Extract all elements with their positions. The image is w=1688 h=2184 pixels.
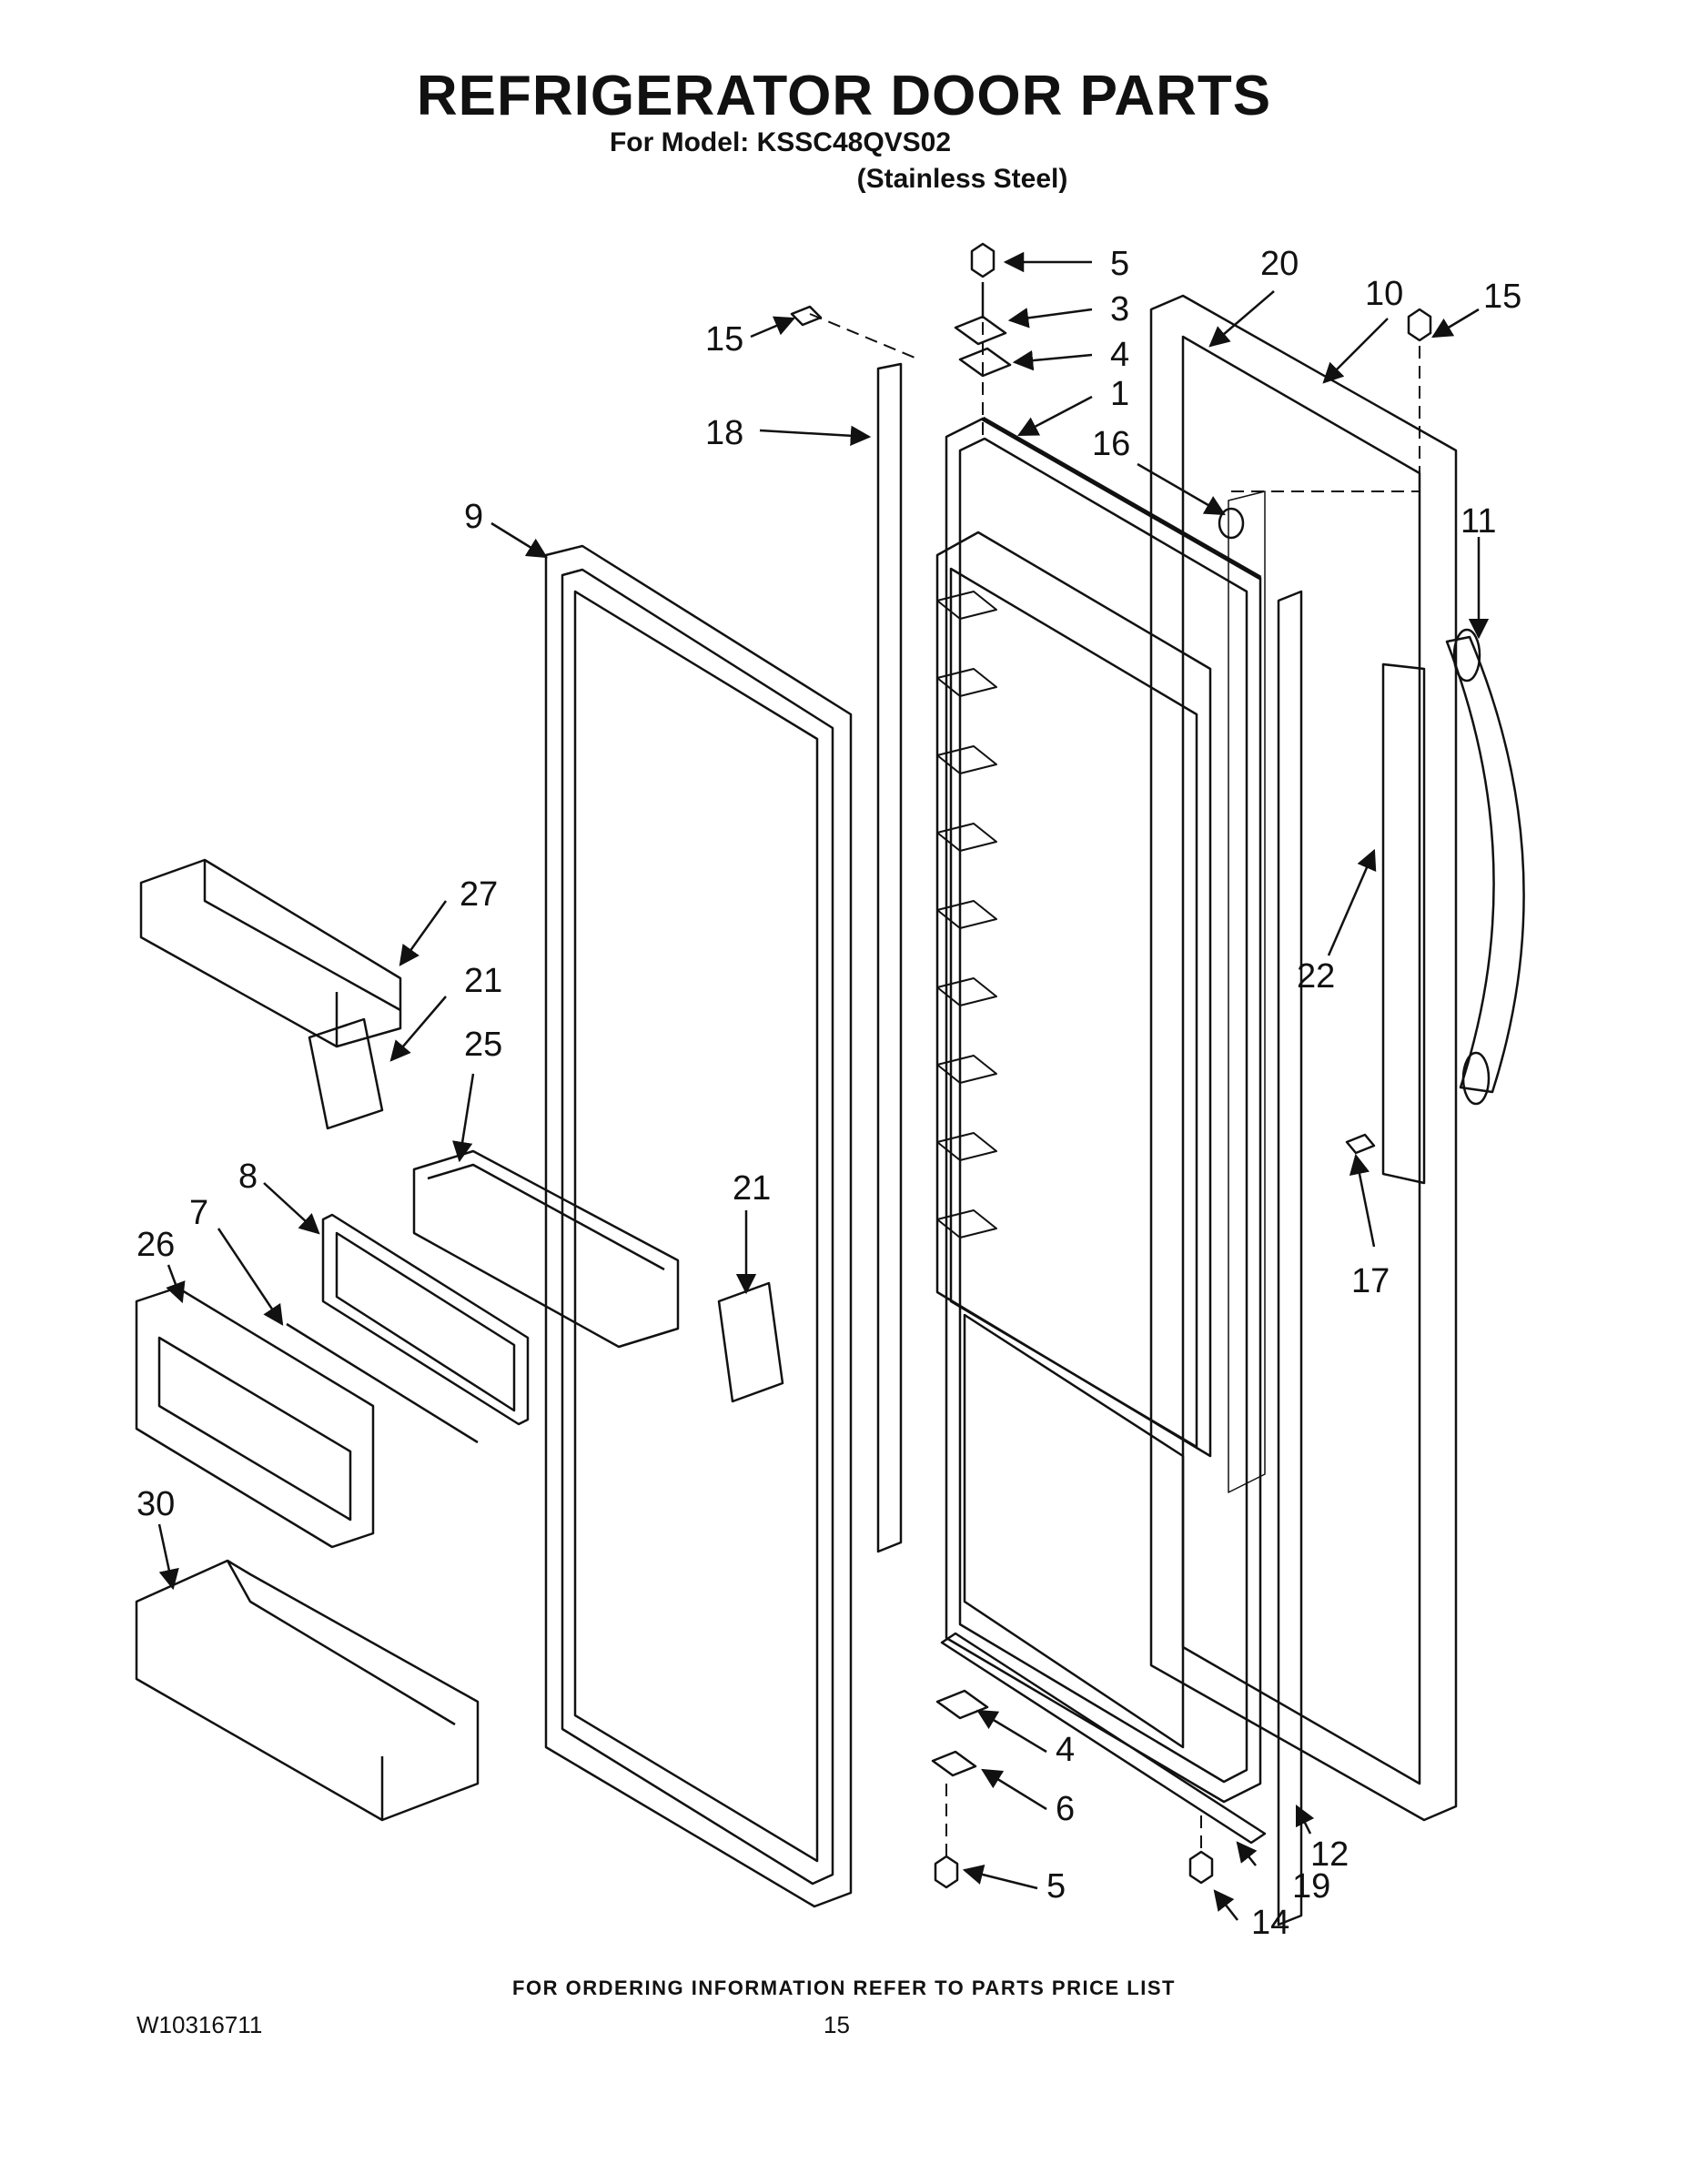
callout-4-top: 4 bbox=[1110, 336, 1129, 374]
gasket-strip-part bbox=[876, 362, 1303, 1926]
door-handle-part bbox=[1445, 628, 1525, 1106]
callout-20: 20 bbox=[1260, 245, 1299, 283]
document-number: W10316711 bbox=[136, 2011, 263, 2038]
callout-10: 10 bbox=[1365, 275, 1403, 313]
callout-30: 30 bbox=[136, 1485, 175, 1523]
callout-14: 14 bbox=[1251, 1904, 1289, 1942]
door-bin-upper-part bbox=[139, 858, 402, 1048]
handle-trim-part bbox=[1381, 662, 1426, 1185]
liner-shelf-tabs bbox=[936, 591, 997, 1239]
callout-19: 19 bbox=[1292, 1867, 1330, 1906]
callout-6: 6 bbox=[1056, 1790, 1075, 1828]
dispenser-housing-part bbox=[412, 1149, 680, 1349]
callout-21-left: 21 bbox=[464, 962, 502, 1000]
bottom-hinge-part bbox=[931, 1689, 989, 1777]
callout-8: 8 bbox=[238, 1158, 258, 1196]
door-gasket-part bbox=[544, 544, 853, 1908]
screw-parts bbox=[790, 242, 1432, 1889]
callout-labels: 5 3 4 1 15 18 20 10 15 16 11 9 27 21 25 … bbox=[136, 245, 1521, 1942]
callout-27: 27 bbox=[460, 875, 498, 914]
callout-5-bottom: 5 bbox=[1046, 1867, 1066, 1906]
callout-9: 9 bbox=[464, 498, 483, 536]
callout-22: 22 bbox=[1297, 957, 1335, 996]
callout-1: 1 bbox=[1110, 375, 1129, 413]
callout-5-top: 5 bbox=[1110, 245, 1129, 283]
door-liner-part bbox=[935, 416, 1262, 1804]
assembly-guide-lines bbox=[809, 282, 1420, 1856]
callout-25: 25 bbox=[464, 1026, 502, 1064]
callout-leaders bbox=[157, 251, 1490, 1921]
outer-door-panel-part bbox=[1149, 294, 1458, 1822]
callout-4-bottom: 4 bbox=[1056, 1731, 1075, 1769]
page-title: REFRIGERATOR DOOR PARTS bbox=[416, 65, 1272, 127]
callout-26: 26 bbox=[136, 1226, 175, 1264]
door-bin-lower-part bbox=[135, 1559, 480, 1822]
model-finish: (Stainless Steel) bbox=[856, 164, 1068, 194]
callout-15-right: 15 bbox=[1483, 278, 1521, 316]
callout-11: 11 bbox=[1461, 502, 1496, 541]
callout-18: 18 bbox=[705, 414, 743, 452]
ordering-info-note: FOR ORDERING INFORMATION REFER TO PARTS … bbox=[512, 1977, 1176, 1999]
model-number: For Model: KSSC48QVS02 bbox=[609, 127, 952, 157]
page-number: 15 bbox=[824, 2011, 850, 2038]
callout-7: 7 bbox=[189, 1194, 208, 1232]
callout-16: 16 bbox=[1092, 425, 1130, 463]
callout-15-left: 15 bbox=[705, 320, 743, 359]
bottom-hinge-bar-part bbox=[940, 1632, 1267, 1845]
callout-3: 3 bbox=[1110, 290, 1129, 329]
callout-17: 17 bbox=[1351, 1262, 1390, 1300]
callout-12: 12 bbox=[1310, 1835, 1349, 1874]
callout-21-right: 21 bbox=[733, 1169, 771, 1208]
dispenser-frame-part bbox=[286, 1213, 530, 1444]
